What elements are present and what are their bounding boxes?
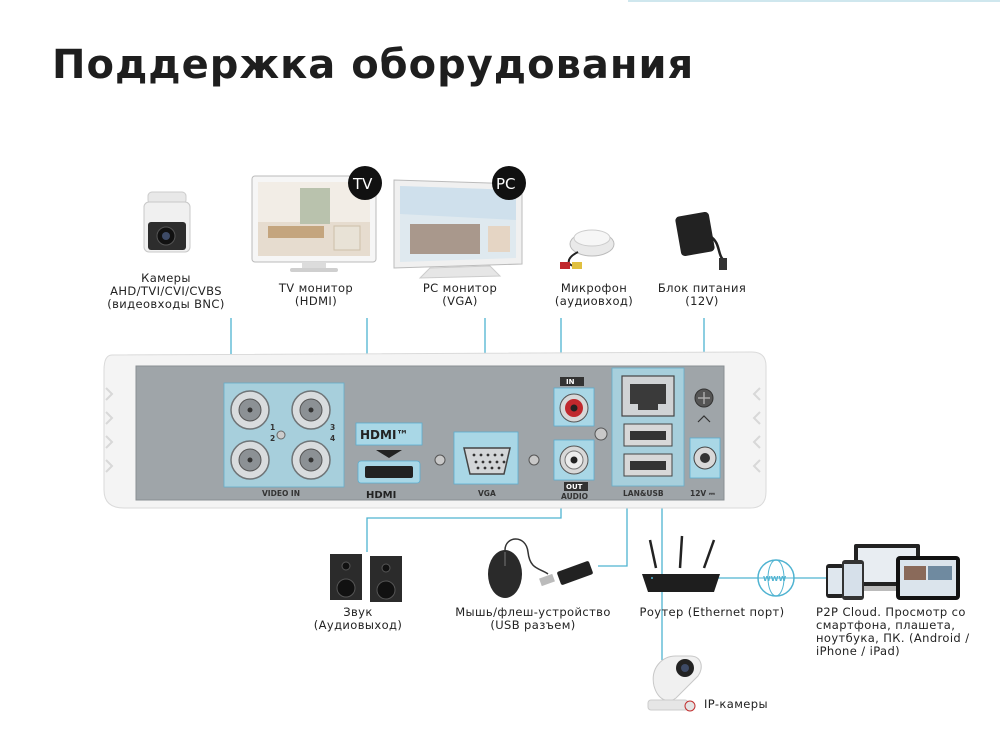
label-ip-cameras: IP-камеры	[704, 697, 768, 711]
globe-icon: WWW	[757, 559, 795, 597]
label-sound: Звук(Аудиовыход)	[313, 605, 403, 632]
tv-badge: TV	[352, 175, 373, 193]
mouse-icon	[488, 538, 549, 598]
microphone-icon	[560, 229, 615, 269]
hdmi-bottom-label: HDMI	[366, 490, 396, 501]
hdmi-top-label: HDMI™	[360, 428, 408, 442]
channel-label-3: 3	[330, 423, 335, 432]
channel-label-4: 4	[330, 434, 335, 443]
page-title: Поддержка оборудования	[52, 42, 695, 88]
hdmi-port: HDMI™ HDMI	[355, 422, 423, 501]
speakers-icon	[330, 554, 402, 602]
label-router: Роутер (Ethernet порт)	[639, 605, 785, 619]
lan-usb-ports: LAN&USB	[611, 367, 685, 498]
label-tv-monitor: TV монитор(HDMI)	[278, 281, 354, 308]
www-label: WWW	[763, 575, 786, 583]
label-power-supply: Блок питания(12V)	[657, 281, 747, 308]
router-icon	[642, 535, 720, 592]
multi-device-icon	[826, 544, 960, 600]
pc-monitor-icon: PC	[393, 166, 526, 279]
lan-usb-label: LAN&USB	[623, 489, 664, 498]
flash-drive-icon	[539, 561, 593, 587]
pc-badge: PC	[496, 175, 516, 193]
channel-label-1: 1	[270, 423, 275, 432]
channel-label-2: 2	[270, 434, 275, 443]
power-adapter-icon	[675, 211, 727, 270]
label-pc-monitor: PC монитор(VGA)	[422, 281, 498, 308]
power-port-label: 12V ⎓	[690, 489, 716, 498]
video-in-ports: 1 2 3 4 VIDEO IN	[223, 382, 345, 498]
bullet-camera-icon	[143, 191, 191, 253]
vga-label: VGA	[478, 489, 496, 498]
label-mouse-flash: Мышь/флеш-устройство(USB разъем)	[455, 605, 611, 632]
audio-ports: IN OUT AUDIO	[553, 377, 608, 501]
ip-camera-icon	[647, 655, 702, 712]
label-microphone: Микрофон(аудиовход)	[554, 281, 634, 308]
audio-in-label: IN	[566, 378, 575, 386]
top-accent-line	[628, 0, 1000, 2]
vga-port: VGA	[434, 431, 540, 498]
tv-monitor-icon: TV	[251, 166, 382, 272]
power-port: 12V ⎓	[689, 388, 721, 498]
audio-label: AUDIO	[561, 492, 588, 501]
audio-out-label: OUT	[566, 483, 583, 491]
video-in-label: VIDEO IN	[262, 489, 300, 498]
